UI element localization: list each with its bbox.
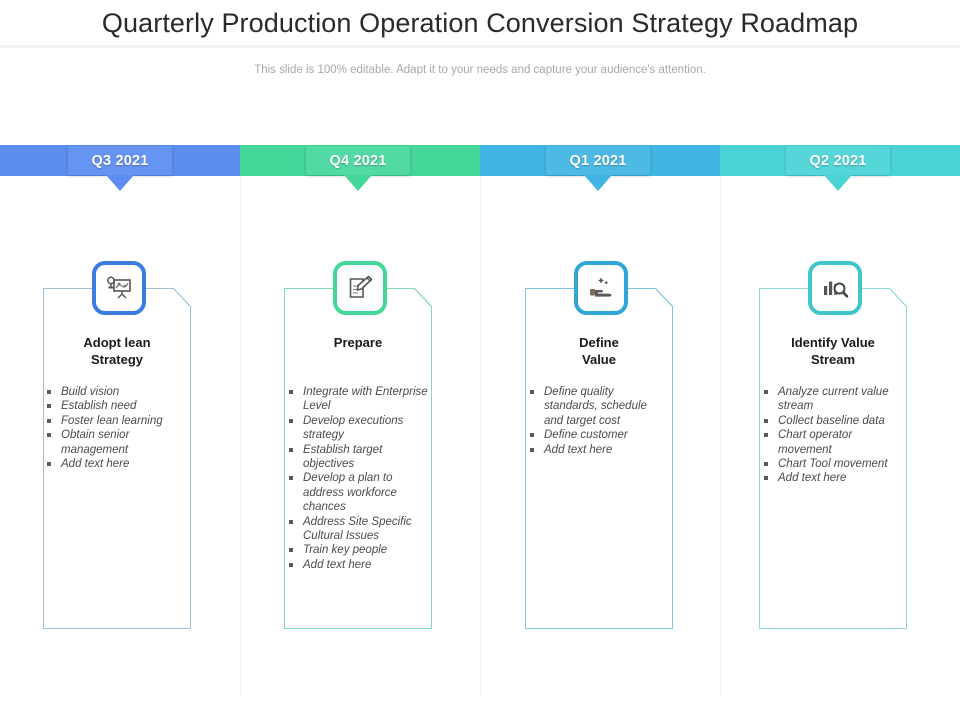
- list-item: Chart operator movement: [763, 428, 907, 457]
- column-divider-2: [480, 176, 481, 696]
- card-heading-4-line2: Stream: [810, 352, 856, 367]
- column-divider-3: [720, 176, 721, 696]
- bullet-list-2: Integrate with Enterprise Level Develop …: [288, 385, 428, 572]
- list-item: Integrate with Enterprise Level: [288, 385, 428, 414]
- list-item: Define customer: [529, 428, 669, 442]
- icon-box-1[interactable]: [92, 261, 146, 315]
- list-item: Foster lean learning: [46, 414, 186, 428]
- card-outline-1: [43, 288, 191, 629]
- banner-arrow-q2: [824, 175, 852, 191]
- list-item: Establish need: [46, 399, 186, 413]
- list-item: Add text here: [763, 471, 907, 485]
- title-divider: [0, 45, 960, 48]
- bullet-list-3: Define quality standards, schedule and t…: [529, 385, 669, 457]
- card-heading-1: Adopt lean Strategy: [43, 334, 191, 368]
- banner-label-q1-text: Q1 2021: [569, 152, 627, 169]
- list-item: Address Site Specific Cultural Issues: [288, 515, 428, 544]
- card-identify-value-stream[interactable]: [759, 288, 907, 629]
- icon-box-2[interactable]: [333, 261, 387, 315]
- list-item: Train key people: [288, 543, 428, 557]
- column-divider-1: [240, 176, 241, 696]
- banner-label-q3-text: Q3 2021: [91, 152, 149, 169]
- card-heading-1-line1: Adopt lean: [83, 335, 151, 350]
- card-outline-3: [525, 288, 673, 629]
- list-item: Build vision: [46, 385, 186, 399]
- card-heading-1-line2: Strategy: [90, 352, 144, 367]
- banner-label-q2[interactable]: Q2 2021: [786, 146, 890, 175]
- banner-label-q4-text: Q4 2021: [329, 152, 387, 169]
- list-item: Develop executions strategy: [288, 414, 428, 443]
- list-item: Add text here: [46, 457, 186, 471]
- bullet-list-4: Analyze current value stream Collect bas…: [763, 385, 907, 486]
- banner-label-q2-text: Q2 2021: [809, 152, 867, 169]
- banner-label-q3[interactable]: Q3 2021: [68, 146, 172, 175]
- hand-offering-value-icon: [590, 277, 612, 297]
- card-heading-4: Identify Value Stream: [759, 334, 907, 368]
- page-subtitle: This slide is 100% editable. Adapt it to…: [254, 64, 706, 76]
- list-item: Analyze current value stream: [763, 385, 907, 414]
- page-title: Quarterly Production Operation Conversio…: [101, 7, 859, 38]
- card-outline-2: [284, 288, 432, 629]
- banner-label-q4[interactable]: Q4 2021: [306, 146, 410, 175]
- icon-box-3[interactable]: [574, 261, 628, 315]
- title-bar: Quarterly Production Operation Conversio…: [0, 0, 960, 46]
- presentation-board-idea-icon: [107, 276, 131, 299]
- list-item: Establish target objectives: [288, 443, 428, 472]
- list-item: Add text here: [288, 558, 428, 572]
- icon-box-4[interactable]: [808, 261, 862, 315]
- card-prepare[interactable]: [284, 288, 432, 629]
- bar-chart-magnifier-analytics-icon: [824, 281, 849, 298]
- card-heading-2: Prepare: [284, 334, 432, 351]
- list-item: Define quality standards, schedule and t…: [529, 385, 669, 428]
- list-item: Obtain senior management: [46, 428, 186, 457]
- card-heading-3-line1: Define: [579, 335, 619, 350]
- banner-arrow-q4: [344, 175, 372, 191]
- card-heading-3: Define Value: [525, 334, 673, 368]
- list-item: Develop a plan to address workforce chan…: [288, 471, 428, 514]
- card-heading-2-line1: Prepare: [333, 335, 383, 350]
- list-item: Collect baseline data: [763, 414, 907, 428]
- document-pencil-edit-icon: [349, 275, 373, 298]
- card-outline-4: [759, 288, 907, 629]
- list-item: Chart Tool movement: [763, 457, 907, 471]
- bullet-list-1: Build vision Establish need Foster lean …: [46, 385, 186, 471]
- card-heading-3-line2: Value: [582, 352, 616, 367]
- card-heading-4-line1: Identify Value: [791, 335, 875, 350]
- banner-label-q1[interactable]: Q1 2021: [546, 146, 650, 175]
- list-item: Add text here: [529, 443, 669, 457]
- banner-arrow-q3: [106, 175, 134, 191]
- banner-arrow-q1: [584, 175, 612, 191]
- card-adopt-lean-strategy[interactable]: [43, 288, 191, 629]
- card-define-value[interactable]: [525, 288, 673, 629]
